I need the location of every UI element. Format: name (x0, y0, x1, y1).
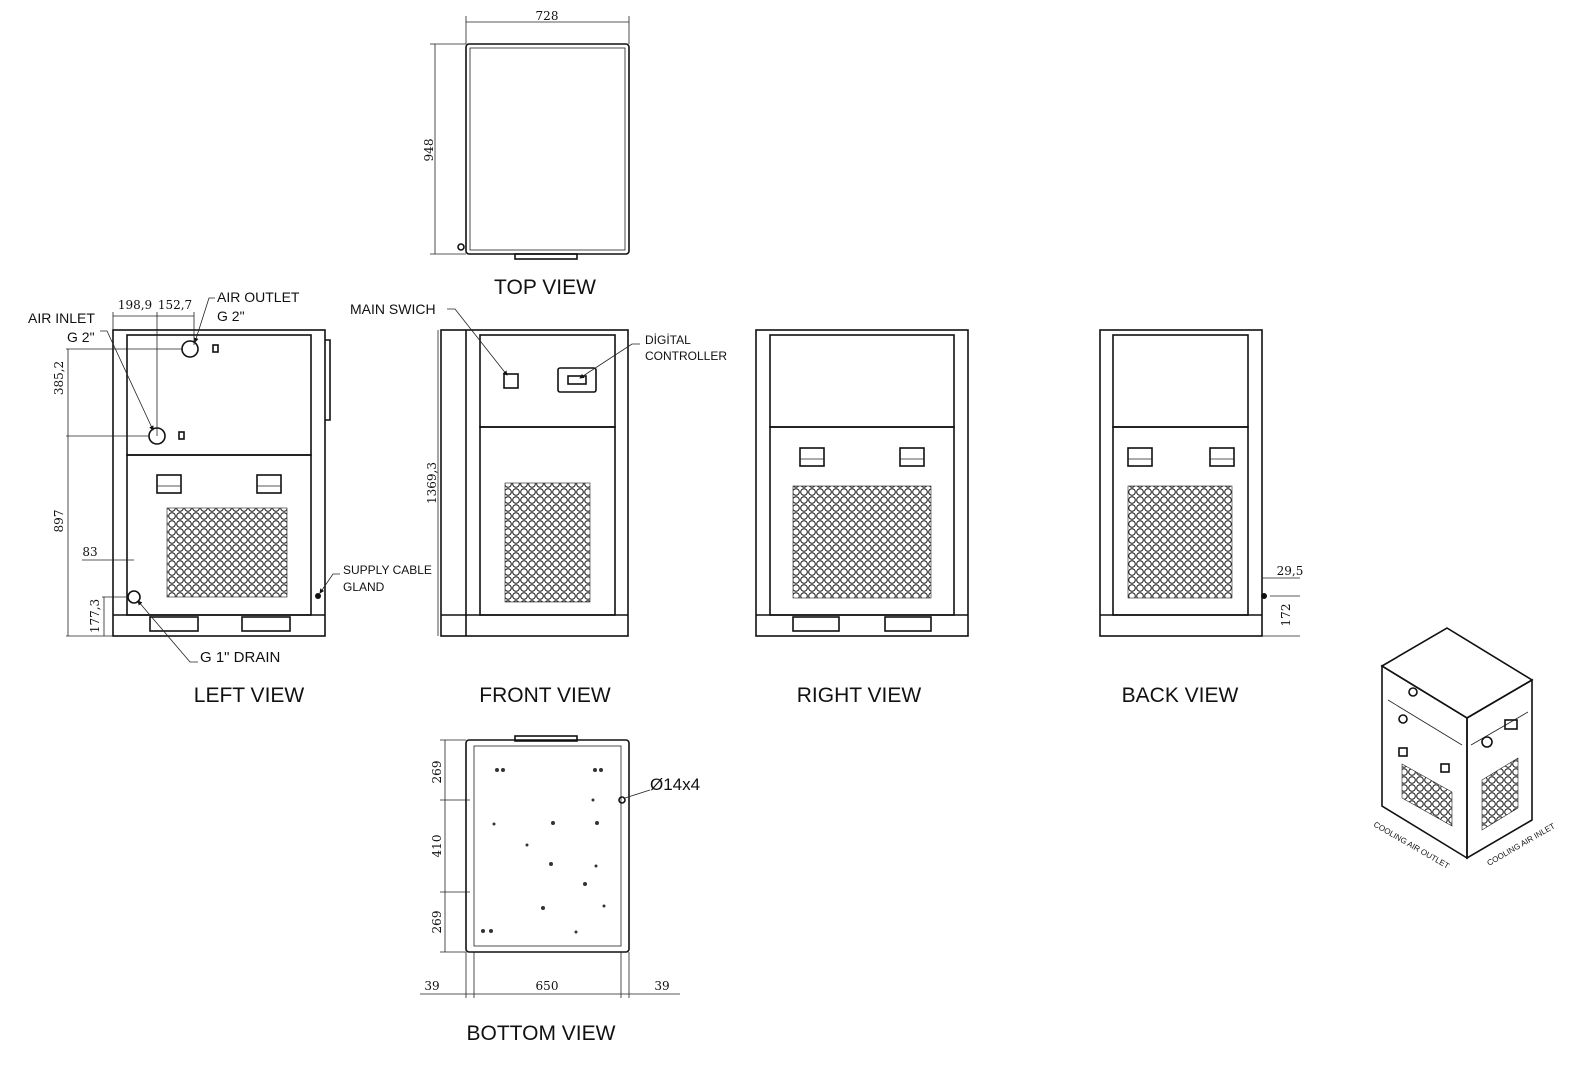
air-outlet-label: AIR OUTLET (217, 289, 300, 305)
controller-label: DİGİTAL (645, 333, 691, 347)
supply-cable-label: SUPPLY CABLE (343, 563, 432, 577)
mounting-hole (618, 796, 626, 804)
right-view: RIGHT VIEW (755, 329, 969, 707)
cooling-grille (504, 482, 591, 603)
dim-h-right: 39 (654, 979, 669, 993)
cooling-grille (1127, 485, 1233, 599)
top-view: 728 948 TOP VIEW (422, 9, 630, 299)
top-width-dim: 728 (536, 9, 559, 23)
drain-label: G 1" DRAIN (200, 649, 280, 666)
isometric-view: COOLING AIR OUTLET COOLING AIR INLET (1372, 627, 1557, 871)
back-view: 29,5 172 BACK VIEW (1099, 329, 1304, 707)
back-view-title: BACK VIEW (1122, 684, 1239, 707)
top-view-title: TOP VIEW (494, 276, 596, 299)
main-switch-label: MAIN SWICH (350, 301, 436, 317)
cooling-grille (792, 485, 932, 599)
cable-gland (315, 593, 321, 599)
hole-label: Ø14x4 (650, 775, 700, 794)
top-inner (469, 47, 626, 251)
left-view: 198,9 152,7 385,2 897 83 177,3 AIR INLET… (28, 289, 432, 707)
controller-label-2: CONTROLLER (645, 349, 727, 363)
dim-h-left: 39 (424, 979, 439, 993)
cooling-air-outlet-label: COOLING AIR OUTLET (1372, 820, 1451, 871)
air-inlet-label: AIR INLET (28, 310, 95, 326)
digital-controller (557, 367, 597, 393)
dim-v1: 269 (430, 761, 444, 784)
dim-drain-offset: 83 (82, 545, 97, 559)
top-outline (465, 43, 630, 255)
left-frame (112, 329, 326, 637)
front-view: 1369,3 MAIN SWICH DİGİTAL CONTROLLER FRO… (350, 301, 727, 707)
cooling-grille (166, 507, 288, 598)
cooling-air-inlet-label: COOLING AIR INLET (1486, 821, 1557, 867)
right-view-title: RIGHT VIEW (797, 684, 922, 707)
vent (156, 474, 182, 494)
bottom-view-title: BOTTOM VIEW (467, 1022, 616, 1045)
front-height-dim: 1369,3 (425, 462, 439, 504)
dim-outlet-to-inlet: 385,2 (52, 361, 66, 395)
supply-cable-label-2: GLAND (343, 580, 385, 594)
dim-v2: 410 (430, 835, 444, 858)
vent (256, 474, 282, 494)
main-switch (503, 373, 519, 389)
left-view-title: LEFT VIEW (194, 684, 305, 707)
dim-inlet-height: 897 (52, 510, 66, 533)
front-view-title: FRONT VIEW (479, 684, 611, 707)
dim-v3: 269 (430, 911, 444, 934)
top-depth-dim: 948 (422, 139, 436, 162)
bottom-view: 269 410 269 39 650 39 Ø14x4 BOTTOM VIEW (420, 735, 700, 1045)
air-outlet-size: G 2" (217, 308, 245, 324)
air-outlet-port (181, 340, 199, 358)
air-inlet-size: G 2" (67, 329, 95, 345)
dim-h-mid: 650 (536, 979, 559, 993)
dim-drain-height: 177,3 (88, 599, 102, 633)
dim-gland-offset: 29,5 (1277, 564, 1304, 578)
dim-gland-height: 172 (1279, 604, 1293, 627)
dim-inlet-offset: 198,9 (118, 298, 152, 312)
dim-outlet-offset: 152,7 (158, 298, 192, 312)
